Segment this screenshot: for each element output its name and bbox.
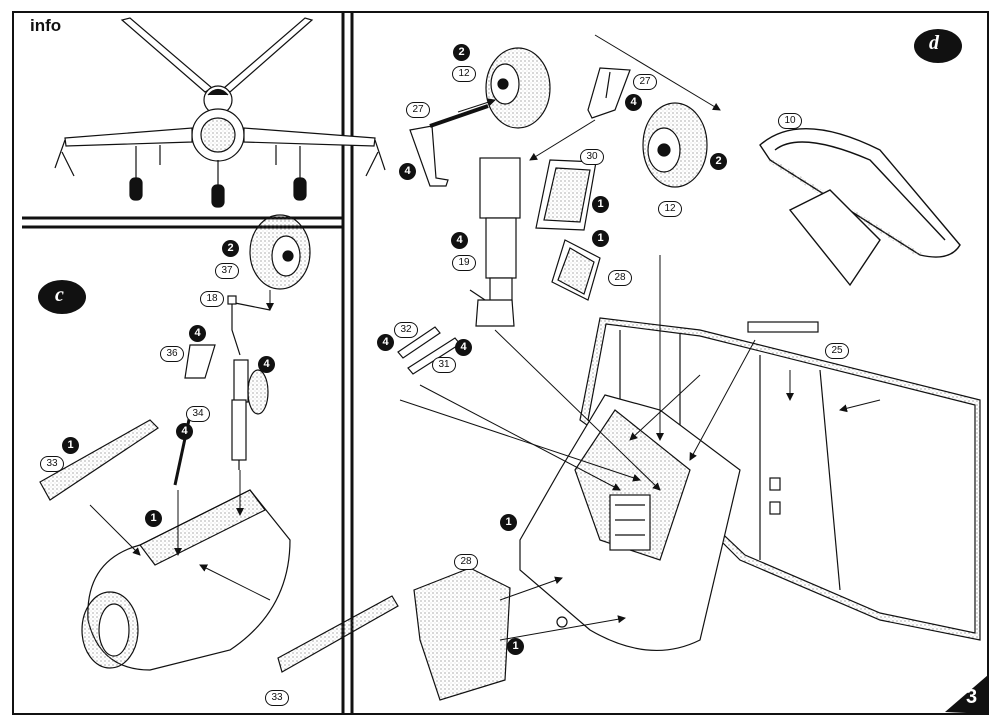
callout-c-33a: 33	[40, 456, 64, 472]
callout-d-1a: 1	[592, 196, 609, 213]
callout-c-1a: 1	[62, 437, 79, 454]
callout-d-28b: 28	[454, 554, 478, 570]
callout-d-4a: 4	[399, 163, 416, 180]
callout-c-34: 34	[186, 406, 210, 422]
assembly-arrows-d	[399, 34, 881, 641]
callout-d-12a: 12	[452, 66, 476, 82]
assembly-arrows-c	[89, 290, 274, 601]
callout-d-10: 10	[778, 113, 802, 129]
callout-c-1b: 1	[145, 510, 162, 527]
callout-c-2: 2	[222, 240, 239, 257]
callout-c-33b: 33	[265, 690, 289, 706]
page-number: 3	[966, 686, 978, 708]
sheet-border	[12, 11, 989, 715]
callout-c-4c: 4	[176, 423, 193, 440]
callout-d-4c: 4	[451, 232, 468, 249]
callout-d-25: 25	[825, 343, 849, 359]
page-corner	[945, 675, 988, 714]
info-aircraft-front-view	[54, 17, 386, 208]
canopy-d	[759, 128, 961, 287]
section-c-badge-label: c	[55, 284, 64, 306]
main-wheel-d-left	[485, 47, 551, 129]
callout-d-1c: 1	[500, 514, 517, 531]
callout-d-1d: 1	[507, 638, 524, 655]
callout-d-2a: 2	[453, 44, 470, 61]
callout-d-4e: 4	[455, 339, 472, 356]
callout-d-32: 32	[394, 322, 418, 338]
gear-doors-d	[535, 159, 601, 301]
callout-c-4a: 4	[189, 325, 206, 342]
nose-strut-c	[173, 295, 271, 486]
main-wheel-d-right	[642, 102, 708, 188]
wheel-door-d	[413, 567, 511, 701]
callout-d-4b: 4	[625, 94, 642, 111]
nose-wheel-c	[249, 214, 311, 290]
callout-d-31: 31	[432, 357, 456, 373]
section-d-badge-label: d	[929, 32, 939, 54]
callout-d-19: 19	[452, 255, 476, 271]
callout-c-4b: 4	[258, 356, 275, 373]
callout-d-27b: 27	[633, 74, 657, 90]
axles-d	[409, 67, 631, 187]
callout-d-28a: 28	[608, 270, 632, 286]
main-strut-d	[469, 157, 521, 327]
callout-d-30: 30	[580, 149, 604, 165]
callout-d-12b: 12	[658, 201, 682, 217]
section-d-badge	[914, 29, 962, 63]
callout-c-36: 36	[160, 346, 184, 362]
rods-d	[397, 326, 461, 375]
callout-d-1b: 1	[592, 230, 609, 247]
info-label: info	[30, 16, 62, 35]
section-c-badge	[38, 280, 86, 314]
callout-d-2b: 2	[710, 153, 727, 170]
callout-d-27a: 27	[406, 102, 430, 118]
callout-c-37: 37	[215, 263, 239, 279]
callout-d-4d: 4	[377, 334, 394, 351]
callout-c-18: 18	[200, 291, 224, 307]
nose-section-c	[81, 489, 291, 671]
fuselage-d	[579, 317, 981, 641]
gear-doors-c	[39, 419, 399, 673]
